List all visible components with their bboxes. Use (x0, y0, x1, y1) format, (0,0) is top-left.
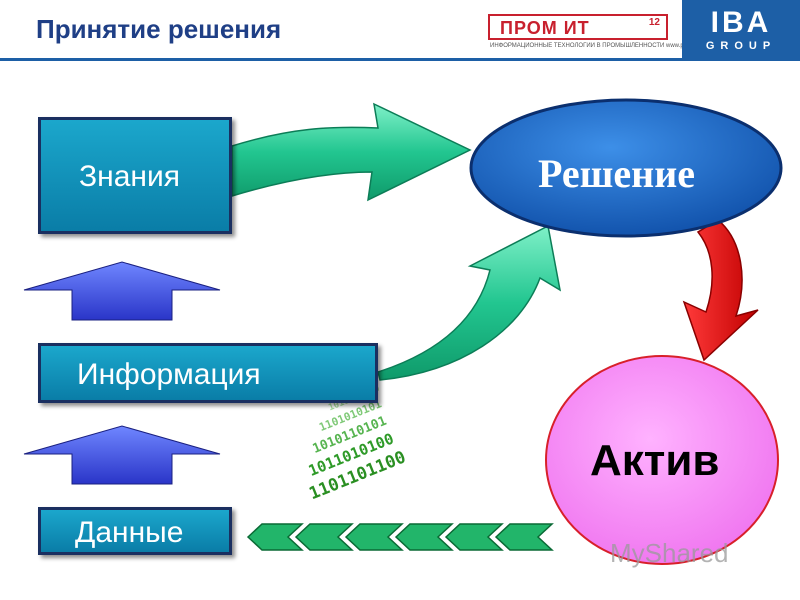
chevron-strip (246, 523, 554, 551)
promit-logo-number: 12 (648, 17, 660, 28)
data-box: Данные (38, 507, 232, 555)
knowledge-box: Знания (38, 117, 232, 234)
knowledge-label: Знания (79, 160, 180, 193)
chevron-segment (246, 523, 304, 551)
data-label: Данные (75, 516, 184, 549)
chevron-segment (494, 523, 554, 551)
up-arrow-lower (23, 425, 221, 485)
decision-ellipse (469, 98, 783, 238)
iba-logo-group: GROUP (705, 40, 777, 52)
chevron-segment (394, 523, 454, 551)
decision-label: Решение (538, 151, 696, 196)
information-label: Информация (77, 358, 261, 391)
chevron-segment (444, 523, 504, 551)
promit-logo: ПРОМ ИТ 12 ИНФОРМАЦИОННЫЕ ТЕХНОЛОГИИ В П… (488, 14, 706, 56)
header-rule (0, 58, 800, 61)
asset-label: Актив (590, 436, 720, 485)
iba-logo: IBA GROUP (682, 0, 800, 61)
chevron-segment (344, 523, 404, 551)
chevron-segment (294, 523, 354, 551)
iba-logo-word: IBA (710, 6, 772, 39)
promit-logo-frame: ПРОМ ИТ 12 (488, 14, 668, 40)
promit-logo-subtitle: ИНФОРМАЦИОННЫЕ ТЕХНОЛОГИИ В ПРОМЫШЛЕННОС… (490, 43, 706, 49)
page-title: Принятие решения (36, 14, 282, 44)
watermark: MyShared (610, 538, 729, 568)
arrow-knowledge-to-decision (231, 102, 472, 202)
promit-logo-word: ПРОМ ИТ (500, 18, 590, 38)
arrow-decision-to-asset (682, 219, 759, 362)
asset-circle (545, 355, 779, 565)
information-box: Информация (38, 343, 378, 403)
arrow-information-to-decision (377, 224, 562, 381)
up-arrow-upper (23, 261, 221, 321)
